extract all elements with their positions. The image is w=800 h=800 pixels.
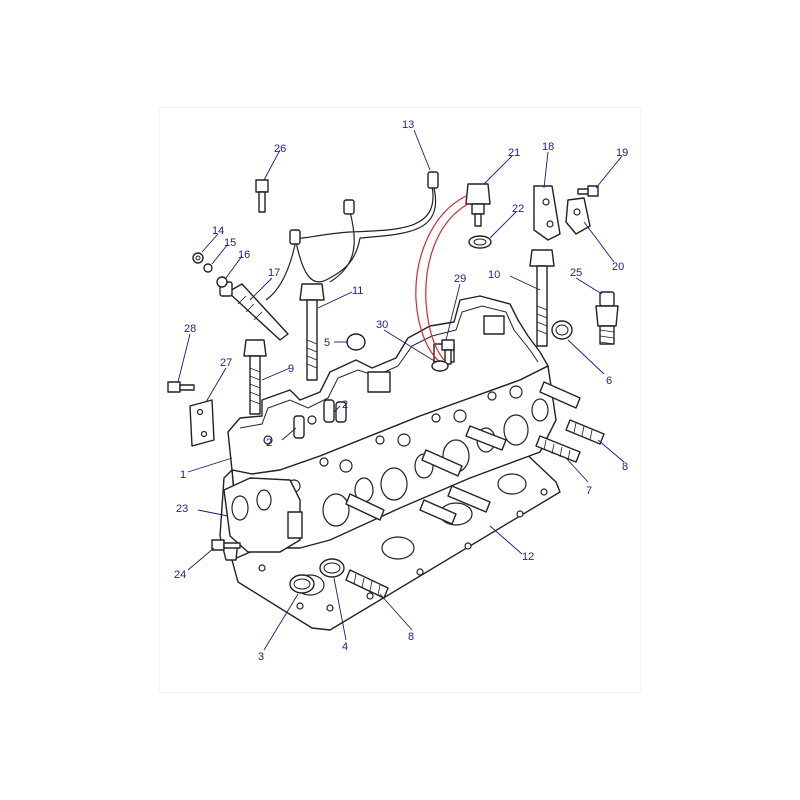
callout-14: 14 <box>212 225 224 237</box>
callout-11: 11 <box>352 285 363 297</box>
plug-6 <box>551 320 573 340</box>
callout-29: 29 <box>454 273 466 285</box>
callout-16: 16 <box>238 249 250 261</box>
callout-18: 18 <box>542 141 554 153</box>
cylinder-head <box>219 295 557 561</box>
bolt-19 <box>577 185 599 197</box>
callout-labels: 1 2 2 3 4 5 6 7 8 8 9 10 11 12 13 14 15 … <box>174 119 628 663</box>
callout-19: 19 <box>616 147 628 159</box>
callout-2a: 2 <box>266 437 272 449</box>
nut-14 <box>192 252 204 264</box>
callout-1: 1 <box>180 469 186 481</box>
stud-8-upper <box>565 419 605 445</box>
bolt-29 <box>441 339 455 365</box>
callout-10: 10 <box>488 269 500 281</box>
bolt-28 <box>167 381 195 393</box>
callout-24: 24 <box>174 569 186 581</box>
sealing-washer-22 <box>468 235 492 249</box>
callout-26: 26 <box>274 143 286 155</box>
callout-15: 15 <box>224 237 236 249</box>
bolt-24 <box>211 539 241 551</box>
callout-22: 22 <box>512 203 524 215</box>
callout-30: 30 <box>376 319 388 331</box>
washer-15 <box>203 263 213 273</box>
dowel-2a <box>293 415 305 439</box>
core-plug-4 <box>319 558 345 578</box>
clamp-20 <box>565 197 591 235</box>
callout-21: 21 <box>508 147 520 159</box>
callout-27: 27 <box>220 357 232 369</box>
callout-9: 9 <box>288 363 294 375</box>
washer-30 <box>431 360 449 372</box>
core-plug-3 <box>289 574 315 594</box>
sensor-wire <box>415 195 469 363</box>
callout-20: 20 <box>612 261 624 273</box>
bolt-26 <box>255 179 269 213</box>
glow-plug-17 <box>219 281 289 341</box>
callout-25: 25 <box>570 267 582 279</box>
plate-27 <box>189 399 215 447</box>
callout-3: 3 <box>258 651 264 663</box>
head-bolt-9 <box>243 339 267 415</box>
callout-28: 28 <box>184 323 196 335</box>
callout-4: 4 <box>342 641 348 653</box>
nut-16 <box>216 276 228 288</box>
fitting-25 <box>595 291 619 345</box>
callout-23: 23 <box>176 503 188 515</box>
wiring-harness-13 <box>265 171 439 301</box>
temp-sensor-21 <box>465 183 491 227</box>
bracket-18 <box>533 185 561 241</box>
head-bolt-11 <box>299 283 325 381</box>
callout-5: 5 <box>324 337 330 349</box>
callout-13: 13 <box>402 119 414 131</box>
callout-7: 7 <box>586 485 592 497</box>
head-bolt-10 <box>529 249 555 347</box>
callout-8a: 8 <box>622 461 628 473</box>
callout-8b: 8 <box>408 631 414 643</box>
callout-2b: 2 <box>342 399 348 411</box>
manifold-studs <box>345 381 581 525</box>
callout-17: 17 <box>268 267 280 279</box>
plug-5 <box>346 333 366 351</box>
stud-7 <box>535 435 581 463</box>
callout-12: 12 <box>522 551 534 563</box>
callout-6: 6 <box>606 375 612 387</box>
leader-lines <box>177 129 625 651</box>
